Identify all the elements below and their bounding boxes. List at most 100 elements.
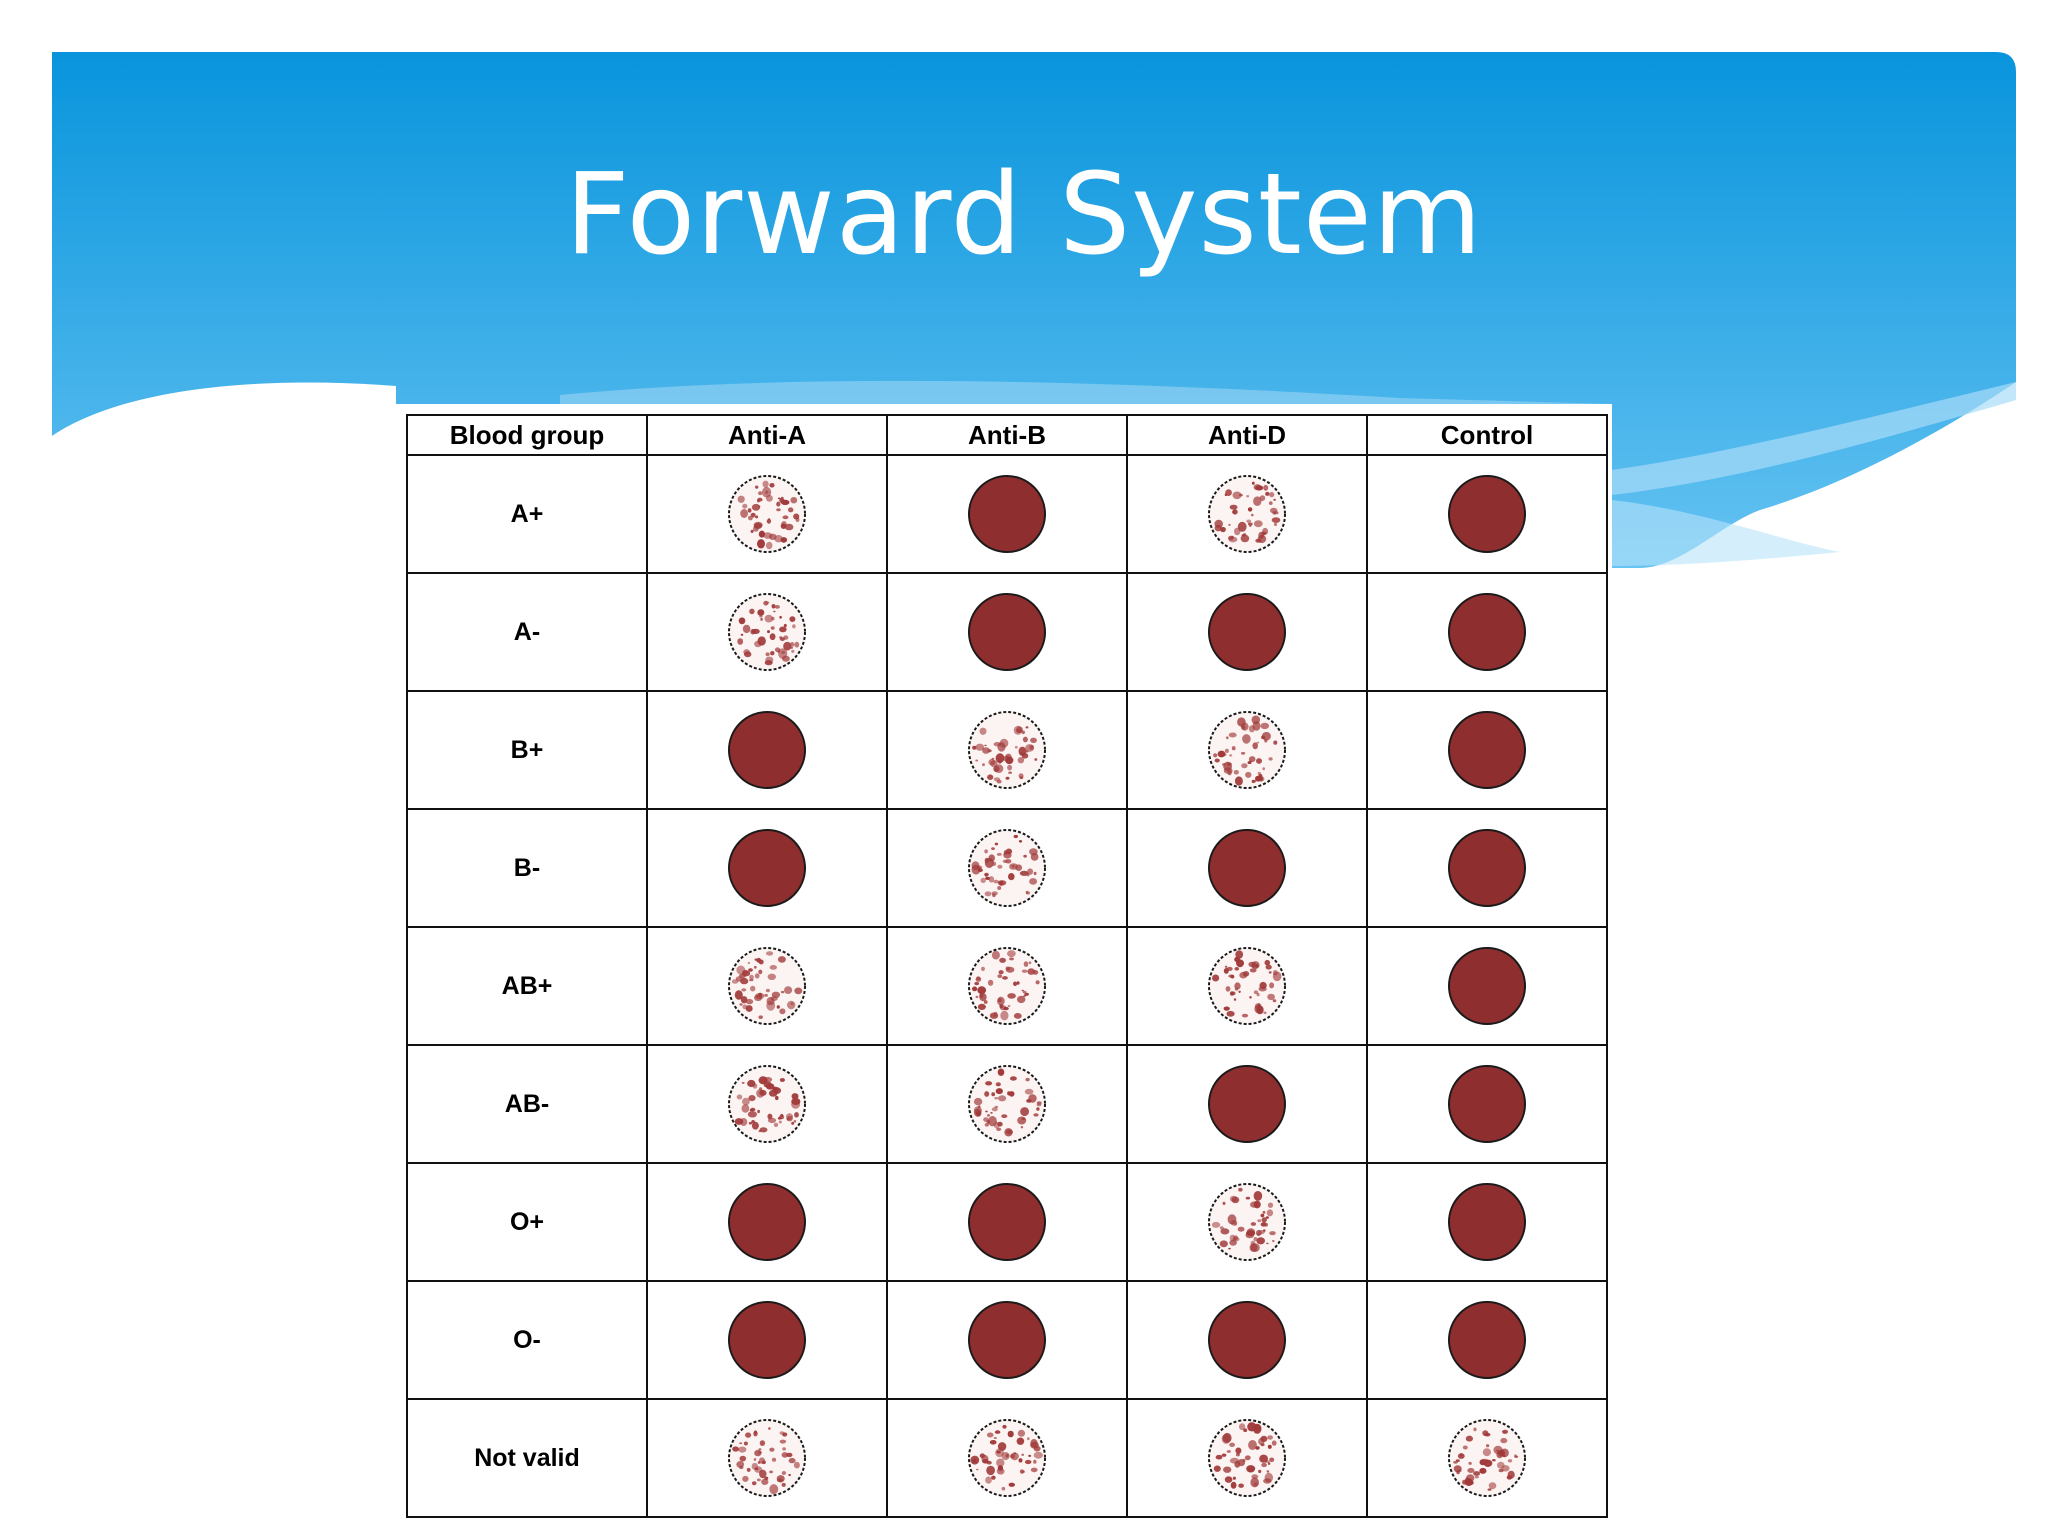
- speckled-well-icon: [1448, 1419, 1526, 1497]
- cell-anti-b: [886, 926, 1128, 1046]
- table-row: Not valid: [406, 1398, 1608, 1518]
- cell-anti-d: [1126, 1280, 1368, 1400]
- solid-red-well-icon: [728, 829, 806, 907]
- solid-red-well-icon: [728, 1301, 806, 1379]
- solid-red-well-icon: [728, 711, 806, 789]
- column-header-control: Control: [1366, 414, 1608, 456]
- speckled-well-icon: [1208, 1183, 1286, 1261]
- cell-anti-a: [646, 572, 888, 692]
- blood-group-label: A-: [406, 572, 648, 692]
- cell-control: [1366, 572, 1608, 692]
- table-row: AB+: [406, 926, 1608, 1046]
- speckled-well-icon: [1208, 711, 1286, 789]
- table-header-row: Blood group Anti-A Anti-B Anti-D Control: [406, 414, 1608, 456]
- solid-red-well-icon: [968, 1301, 1046, 1379]
- table-panel: Blood group Anti-A Anti-B Anti-D Control…: [396, 404, 1612, 1536]
- blood-group-label: AB+: [406, 926, 648, 1046]
- solid-red-well-icon: [1208, 1301, 1286, 1379]
- cell-anti-d: [1126, 1162, 1368, 1282]
- speckled-well-icon: [968, 711, 1046, 789]
- blood-group-label: B+: [406, 690, 648, 810]
- speckled-well-icon: [728, 593, 806, 671]
- cell-control: [1366, 1162, 1608, 1282]
- blood-group-label: B-: [406, 808, 648, 928]
- cell-control: [1366, 1044, 1608, 1164]
- solid-red-well-icon: [1448, 1301, 1526, 1379]
- slide-title: Forward System: [565, 150, 1483, 280]
- speckled-well-icon: [968, 1419, 1046, 1497]
- cell-anti-a: [646, 690, 888, 810]
- speckled-well-icon: [968, 947, 1046, 1025]
- solid-red-well-icon: [1208, 1065, 1286, 1143]
- solid-red-well-icon: [1448, 593, 1526, 671]
- cell-anti-a: [646, 1044, 888, 1164]
- cell-control: [1366, 1398, 1608, 1518]
- cell-anti-a: [646, 808, 888, 928]
- cell-anti-a: [646, 1398, 888, 1518]
- cell-anti-b: [886, 454, 1128, 574]
- blood-group-label: Not valid: [406, 1398, 648, 1518]
- speckled-well-icon: [968, 1065, 1046, 1143]
- speckled-well-icon: [1208, 947, 1286, 1025]
- solid-red-well-icon: [1448, 475, 1526, 553]
- header-banner: [52, 52, 2016, 568]
- blood-group-label: AB-: [406, 1044, 648, 1164]
- solid-red-well-icon: [968, 1183, 1046, 1261]
- blood-group-table: Blood group Anti-A Anti-B Anti-D Control…: [406, 414, 1608, 1518]
- solid-red-well-icon: [728, 1183, 806, 1261]
- cell-control: [1366, 808, 1608, 928]
- speckled-well-icon: [1208, 475, 1286, 553]
- column-header-anti-d: Anti-D: [1126, 414, 1368, 456]
- table-row: A+: [406, 454, 1608, 574]
- table-row: AB-: [406, 1044, 1608, 1164]
- cell-anti-a: [646, 1162, 888, 1282]
- solid-red-well-icon: [968, 593, 1046, 671]
- cell-anti-b: [886, 690, 1128, 810]
- column-header-anti-b: Anti-B: [886, 414, 1128, 456]
- table-row: B-: [406, 808, 1608, 928]
- table-row: A-: [406, 572, 1608, 692]
- speckled-well-icon: [1208, 1419, 1286, 1497]
- cell-anti-b: [886, 1398, 1128, 1518]
- solid-red-well-icon: [1448, 947, 1526, 1025]
- table-row: O+: [406, 1162, 1608, 1282]
- blood-group-label: O-: [406, 1280, 648, 1400]
- cell-anti-a: [646, 454, 888, 574]
- speckled-well-icon: [968, 829, 1046, 907]
- cell-anti-d: [1126, 454, 1368, 574]
- cell-anti-d: [1126, 808, 1368, 928]
- cell-anti-d: [1126, 1044, 1368, 1164]
- cell-anti-b: [886, 1044, 1128, 1164]
- blood-group-label: A+: [406, 454, 648, 574]
- table-body: A+A-B+B-AB+AB-O+O-Not valid: [406, 454, 1608, 1518]
- cell-anti-b: [886, 1162, 1128, 1282]
- cell-anti-b: [886, 808, 1128, 928]
- cell-control: [1366, 926, 1608, 1046]
- cell-anti-b: [886, 572, 1128, 692]
- cell-anti-b: [886, 1280, 1128, 1400]
- speckled-well-icon: [728, 475, 806, 553]
- column-header-anti-a: Anti-A: [646, 414, 888, 456]
- solid-red-well-icon: [1448, 1065, 1526, 1143]
- cell-anti-d: [1126, 926, 1368, 1046]
- speckled-well-icon: [728, 1065, 806, 1143]
- cell-anti-d: [1126, 1398, 1368, 1518]
- column-header-blood-group: Blood group: [406, 414, 648, 456]
- solid-red-well-icon: [1448, 1183, 1526, 1261]
- speckled-well-icon: [728, 947, 806, 1025]
- table-row: O-: [406, 1280, 1608, 1400]
- cell-control: [1366, 1280, 1608, 1400]
- cell-anti-d: [1126, 572, 1368, 692]
- solid-red-well-icon: [1448, 829, 1526, 907]
- cell-anti-a: [646, 926, 888, 1046]
- table-row: B+: [406, 690, 1608, 810]
- blood-group-label: O+: [406, 1162, 648, 1282]
- cell-anti-a: [646, 1280, 888, 1400]
- cell-control: [1366, 454, 1608, 574]
- solid-red-well-icon: [968, 475, 1046, 553]
- solid-red-well-icon: [1448, 711, 1526, 789]
- cell-control: [1366, 690, 1608, 810]
- solid-red-well-icon: [1208, 593, 1286, 671]
- speckled-well-icon: [728, 1419, 806, 1497]
- cell-anti-d: [1126, 690, 1368, 810]
